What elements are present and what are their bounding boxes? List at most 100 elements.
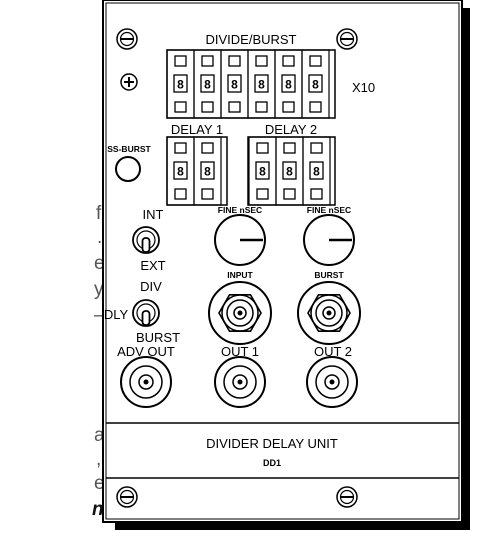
div-dly-burst-toggle-switch[interactable] [132, 299, 160, 327]
thumbwheel-window [200, 74, 215, 93]
thumbwheel-window [282, 161, 297, 180]
fine-nsec-knob-2[interactable] [303, 214, 355, 266]
side-text-3: e [94, 253, 105, 274]
ext-label: EXT [140, 258, 165, 273]
thumbwheel-digit: 8 [259, 165, 266, 179]
burst-switch-label: BURST [136, 330, 180, 345]
thumbwheel-up-button[interactable] [255, 55, 268, 67]
side-text-7: , [96, 449, 102, 470]
out2-label: OUT 2 [314, 344, 352, 359]
unit-title: DIVIDER DELAY UNIT [206, 436, 338, 451]
thumbwheel-up-button[interactable] [201, 142, 214, 154]
ss-burst-button[interactable] [115, 156, 141, 182]
thumbwheel-digit: 8 [177, 165, 184, 179]
thumbwheel-window [254, 74, 269, 93]
int-label: INT [143, 207, 164, 222]
delay2-label: DELAY 2 [265, 122, 317, 137]
thumbwheel-up-button[interactable] [310, 142, 323, 154]
thumbwheel-digit: 8 [258, 78, 265, 92]
delay2-thumbwheels: 8 8 8 [247, 136, 336, 206]
thumbwheel-window [173, 161, 188, 180]
side-text-4: y [94, 279, 104, 300]
thumbwheel-up-button[interactable] [309, 55, 322, 67]
screw-icon [336, 486, 358, 508]
thumbwheel-window [308, 74, 323, 93]
thumbwheel-up-button[interactable] [174, 142, 187, 154]
panel-labels: DIVIDE/BURST X10 DELAY 1 DELAY 2 SS-BURS… [104, 32, 375, 468]
thumbwheel-down-button[interactable] [309, 101, 322, 113]
thumbwheel-up-button[interactable] [256, 142, 269, 154]
fine-nsec-label-1: FINE nSEC [218, 205, 262, 215]
thumbwheel-up-button[interactable] [201, 55, 214, 67]
ss-burst-label: SS-BURST [107, 144, 151, 154]
thumbwheel-down-button[interactable] [174, 188, 187, 200]
thumbwheel-up-button[interactable] [228, 55, 241, 67]
phillips-screw-icon [120, 73, 138, 91]
burst-bnc-connector[interactable] [297, 281, 361, 345]
out2-bnc-connector[interactable] [306, 356, 358, 408]
thumbwheel[interactable]: 8 [193, 49, 222, 119]
thumbwheel-window [281, 74, 296, 93]
thumbwheel-down-button[interactable] [282, 101, 295, 113]
screw-icon [116, 486, 138, 508]
thumbwheel-down-button[interactable] [255, 101, 268, 113]
thumbwheel-down-button[interactable] [174, 101, 187, 113]
thumbwheel-up-button[interactable] [282, 55, 295, 67]
input-bnc-connector[interactable] [208, 281, 272, 345]
thumbwheel[interactable]: 8 [302, 136, 331, 206]
thumbwheel-digit: 8 [204, 165, 211, 179]
out1-bnc-connector[interactable] [214, 356, 266, 408]
thumbwheel-digit: 8 [313, 165, 320, 179]
thumbwheel-digit: 8 [204, 78, 211, 92]
div-label: DIV [140, 279, 162, 294]
thumbwheel-window [200, 161, 215, 180]
side-text-6: a [94, 425, 105, 446]
thumbwheel-digits: 8 8 8 [248, 136, 331, 206]
thumbwheel-down-button[interactable] [228, 101, 241, 113]
ss-burst-button-cap [115, 156, 141, 182]
screw-icon [336, 28, 358, 50]
thumbwheel[interactable]: 8 [166, 49, 195, 119]
thumbwheel-digit: 8 [231, 78, 238, 92]
thumbwheel-digit: 8 [177, 78, 184, 92]
thumbwheel-down-button[interactable] [256, 188, 269, 200]
side-text-9: n [92, 499, 104, 520]
side-text-5: – [94, 305, 105, 326]
thumbwheel-window [173, 74, 188, 93]
thumbwheel[interactable]: 8 [166, 136, 195, 206]
thumbwheel-up-button[interactable] [174, 55, 187, 67]
thumbwheel-up-button[interactable] [283, 142, 296, 154]
thumbwheel-down-button[interactable] [201, 101, 214, 113]
multiplier-label: X10 [352, 80, 375, 95]
dly-label: DLY [104, 307, 129, 322]
thumbwheel-window [309, 161, 324, 180]
out1-label: OUT 1 [221, 344, 259, 359]
thumbwheel-digit: 8 [286, 165, 293, 179]
burst-bnc-label: BURST [314, 270, 344, 280]
thumbwheel-window [227, 74, 242, 93]
screw-icon [116, 28, 138, 50]
divide-burst-thumbwheels: 8 8 8 8 8 8 [166, 49, 336, 119]
side-text-1: f [96, 203, 102, 224]
thumbwheel[interactable]: 8 [193, 136, 222, 206]
thumbwheel-down-button[interactable] [201, 188, 214, 200]
fine-nsec-label-2: FINE nSEC [307, 205, 351, 215]
input-label: INPUT [227, 270, 253, 280]
thumbwheel-digit: 8 [312, 78, 319, 92]
delay1-label: DELAY 1 [171, 122, 223, 137]
thumbwheel[interactable]: 8 [301, 49, 330, 119]
thumbwheel-down-button[interactable] [310, 188, 323, 200]
thumbwheel-window [255, 161, 270, 180]
adv-out-bnc-connector[interactable] [120, 356, 172, 408]
thumbwheel-digits: 8 8 8 8 8 8 [166, 49, 330, 119]
mounting-screws [116, 28, 358, 508]
side-text-2: . [97, 227, 103, 248]
unit-model: DD1 [263, 458, 281, 468]
int-ext-toggle-switch[interactable] [132, 226, 160, 254]
thumbwheel-down-button[interactable] [283, 188, 296, 200]
fine-nsec-knob-1[interactable] [214, 214, 266, 266]
thumbwheel-digit: 8 [285, 78, 292, 92]
